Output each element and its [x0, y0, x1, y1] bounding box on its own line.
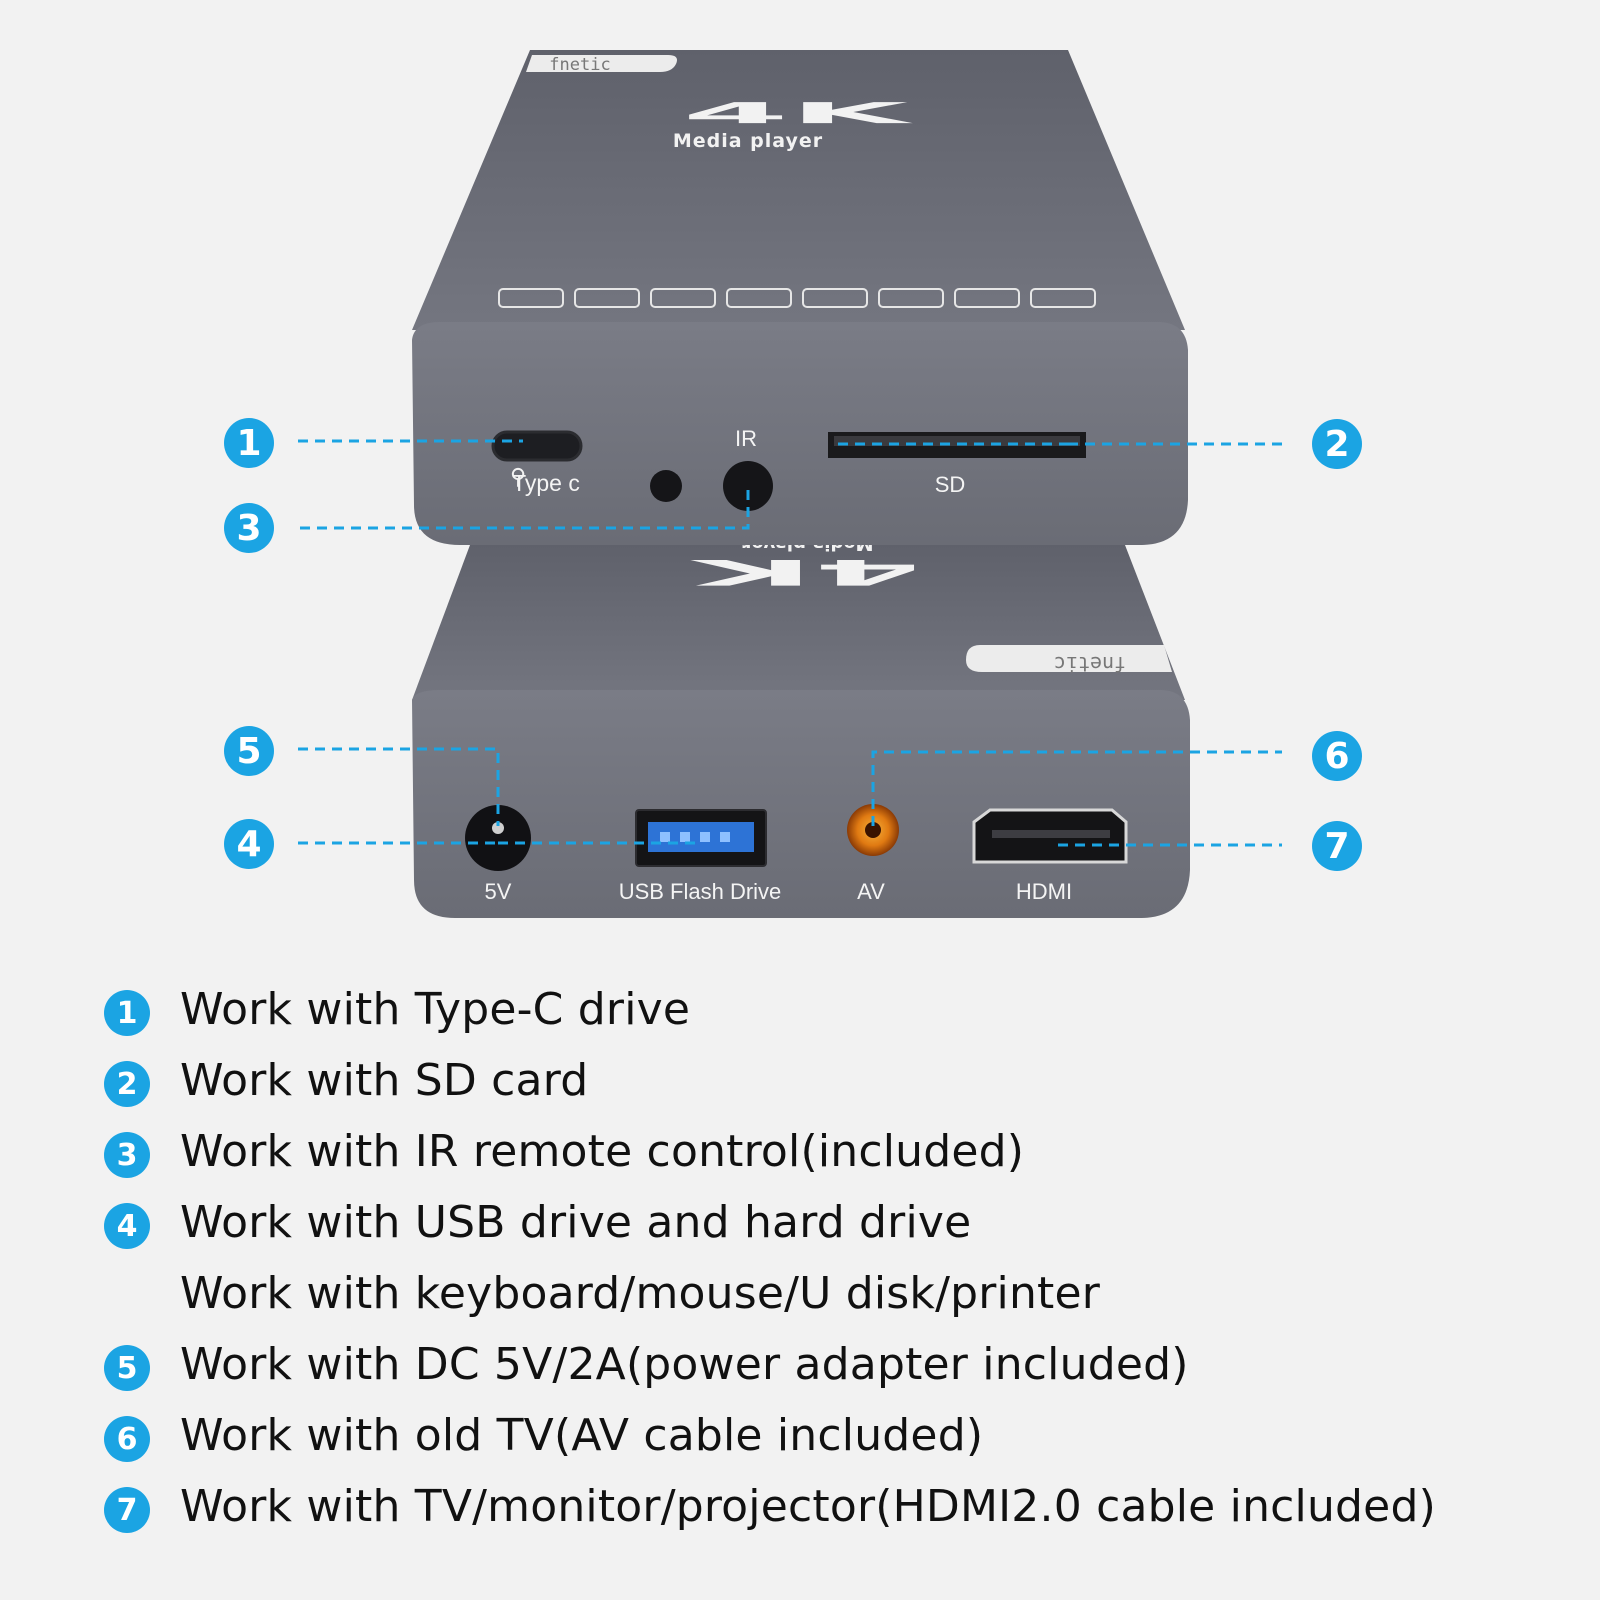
type-c-usb-icon: ⚲ — [510, 464, 526, 489]
sd-slot-contacts — [834, 436, 1080, 446]
lower-device-front-face — [412, 690, 1190, 918]
format-icon — [1030, 288, 1096, 308]
feature-number-badge: 5 — [104, 1345, 150, 1391]
av-jack-hole — [865, 822, 881, 838]
callout-line-3 — [300, 488, 750, 530]
feature-number-badge: 2 — [104, 1061, 150, 1107]
feature-list: 1 Work with Type-C drive 2 Work with SD … — [104, 978, 1584, 1546]
feature-text: Work with SD card — [180, 1055, 589, 1106]
upper-brand-tag — [526, 55, 677, 72]
callout-badge-1: 1 — [224, 418, 274, 468]
callout-badge-6: 6 — [1312, 731, 1362, 781]
lower-brand-tag — [966, 645, 1172, 672]
feature-item: 7 Work with TV/monitor/projector(HDMI2.0… — [104, 1475, 1584, 1546]
hdmi-label: HDMI — [1016, 879, 1072, 904]
callout-badge-3: 3 — [224, 503, 274, 553]
upper-logo-4k: 4K — [682, 97, 913, 131]
callout-badge-4: 4 — [224, 819, 274, 869]
format-icon — [878, 288, 944, 308]
feature-item: 2 Work with SD card — [104, 1049, 1584, 1120]
feature-item: 4 Work with USB drive and hard drive — [104, 1191, 1584, 1262]
upper-device-top-face — [412, 50, 1185, 330]
upper-brand-text: fnetic — [549, 55, 610, 75]
feature-number-badge: 7 — [104, 1487, 150, 1533]
lower-brand-text: fnetic — [1054, 652, 1126, 676]
upper-device-front-face — [412, 322, 1188, 545]
ir-label: IR — [735, 426, 757, 451]
power-label: 5V — [485, 879, 512, 904]
power-jack — [465, 805, 531, 871]
av-label: AV — [857, 879, 885, 904]
power-jack-pin — [492, 822, 504, 834]
sd-label: SD — [935, 472, 966, 497]
feature-item: 3 Work with IR remote control(included) — [104, 1120, 1584, 1191]
callout-badge-2: 2 — [1312, 419, 1362, 469]
type-c-label: Type c — [512, 470, 580, 496]
callout-line-6 — [871, 750, 1282, 826]
feature-item: Work with keyboard/mouse/U disk/printer — [104, 1262, 1584, 1333]
indicator-led — [650, 470, 682, 502]
upper-logo-sub: Media player — [673, 130, 823, 152]
feature-text: Work with DC 5V/2A(power adapter include… — [180, 1339, 1189, 1390]
hdmi-port-contacts — [992, 830, 1110, 838]
feature-text: Work with IR remote control(included) — [180, 1126, 1025, 1177]
callout-badge-7: 7 — [1312, 821, 1362, 871]
feature-item: 6 Work with old TV(AV cable included) — [104, 1404, 1584, 1475]
feature-item: 5 Work with DC 5V/2A(power adapter inclu… — [104, 1333, 1584, 1404]
product-illustration: 4K Media player fnetic fnetic 4K Media p… — [224, 50, 1362, 918]
device-drawing: 4K Media player fnetic fnetic 4K Media p… — [298, 50, 1282, 918]
callout-badge-5: 5 — [224, 726, 274, 776]
feature-number-badge: 6 — [104, 1416, 150, 1462]
feature-number-badge: 3 — [104, 1132, 150, 1178]
type-c-port — [491, 430, 583, 462]
feature-text: Work with TV/monitor/projector(HDMI2.0 c… — [180, 1481, 1436, 1532]
callout-lines — [298, 439, 1282, 847]
lower-logo-4k: 4K — [690, 551, 921, 592]
feature-number-badge: 4 — [104, 1203, 150, 1249]
format-icon — [954, 288, 1020, 308]
feature-text: Work with Type-C drive — [180, 984, 691, 1035]
format-icons-row — [498, 288, 1096, 308]
format-icon — [650, 288, 716, 308]
format-icon — [802, 288, 868, 308]
format-icon — [498, 288, 564, 308]
format-icon — [574, 288, 640, 308]
feature-text: Work with old TV(AV cable included) — [180, 1410, 984, 1461]
ir-receiver — [723, 461, 773, 511]
format-icon — [726, 288, 792, 308]
usb-label: USB Flash Drive — [619, 879, 782, 904]
feature-item: 1 Work with Type-C drive — [104, 978, 1584, 1049]
feature-text: Work with keyboard/mouse/U disk/printer — [180, 1268, 1101, 1319]
feature-number-badge: 1 — [104, 990, 150, 1036]
feature-text: Work with USB drive and hard drive — [180, 1197, 972, 1248]
usb-port-pins — [660, 832, 730, 842]
